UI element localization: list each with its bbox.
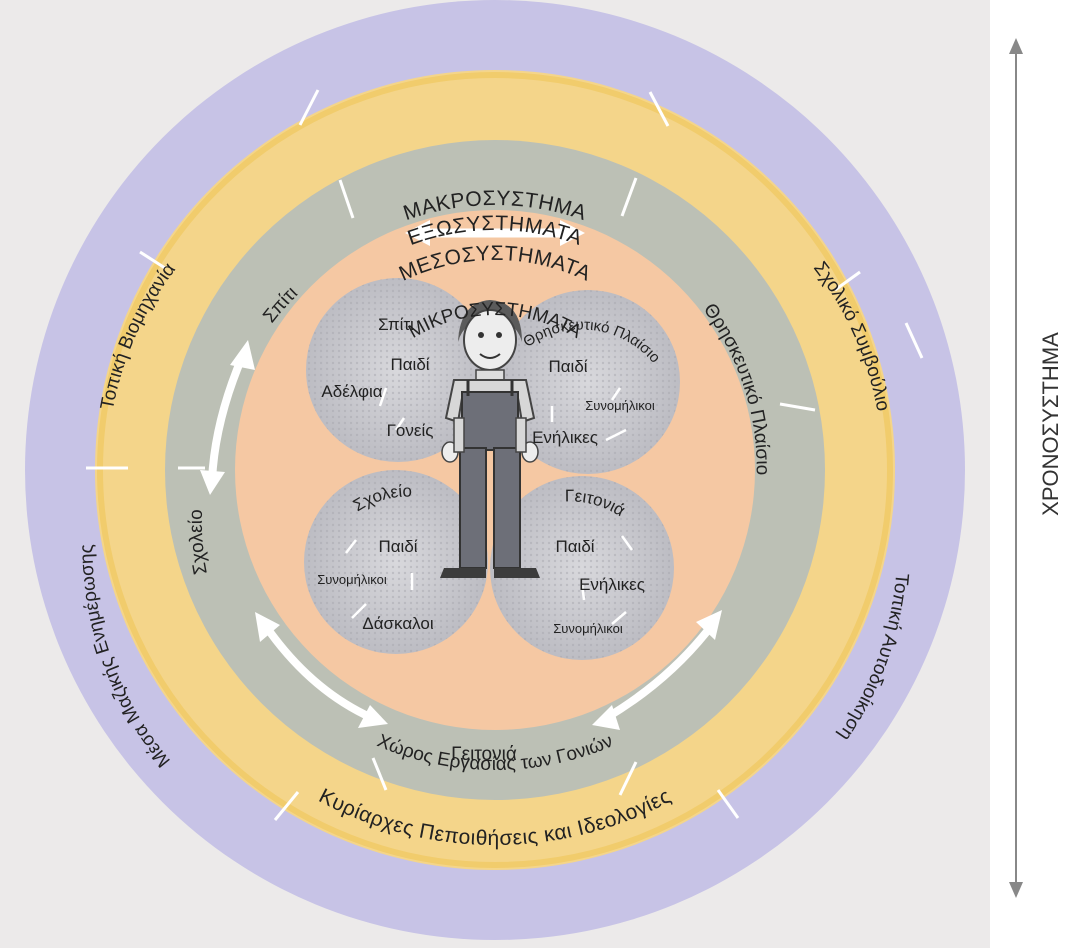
petal-religion-item: Παιδί — [548, 357, 587, 376]
petal-school-item: Δάσκαλοι — [362, 614, 433, 633]
petal-home-item: Παιδί — [390, 355, 429, 374]
petal-home-item: Γονείς — [387, 421, 434, 440]
petal-school-item: Παιδί — [378, 537, 417, 556]
petal-home-text: Σπίτι Παιδί Αδέλφια Γονείς — [321, 315, 433, 440]
meso-neighborhood-label: Γειτονιά — [451, 744, 517, 765]
petal-home-item: Αδέλφια — [321, 382, 382, 401]
petal-school-item: Συνομήλικοι — [317, 572, 387, 587]
petal-religion-item: Ενήλικες — [532, 428, 598, 447]
child-figure — [440, 300, 540, 578]
petal-home-title: Σπίτι — [378, 315, 414, 334]
chronosystem-arrow — [1009, 38, 1023, 898]
petal-group — [304, 278, 680, 660]
petal-arrows — [345, 387, 634, 625]
petal-neighborhood-item: Ενήλικες — [579, 575, 645, 594]
chronosystem-label: ΧΡΟΝΟΣΥΣΤΗΜΑ — [1038, 332, 1063, 516]
petal-neighborhood-item: Παιδί — [555, 537, 594, 556]
ring-connector-arrows — [86, 89, 924, 821]
meso-arrows — [200, 220, 722, 730]
petal-neighborhood-item: Συνομήλικοι — [553, 621, 623, 636]
petal-religion-item: Συνομήλικοι — [585, 398, 655, 413]
